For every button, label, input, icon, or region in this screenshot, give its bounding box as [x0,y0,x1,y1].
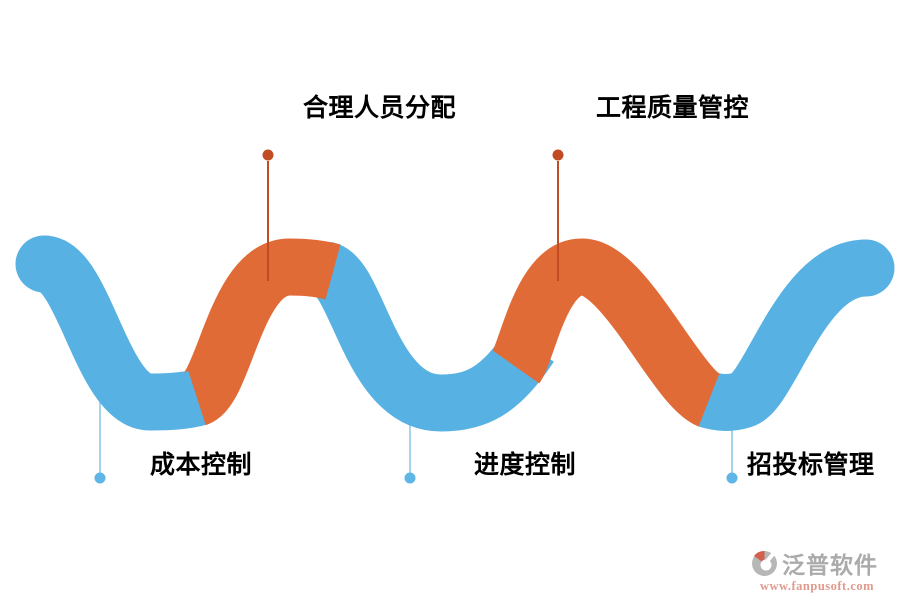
label-schedule-control: 进度控制 [474,451,577,479]
wave-segment-orange-first-arch [180,238,341,426]
callout-dot-staff-allocation [262,149,274,161]
wave-segment-orange-second-arch [491,238,724,427]
label-staff-allocation: 合理人员分配 [303,94,457,122]
wave-endcap-right [837,239,895,297]
label-cost-control: 成本控制 [150,451,253,479]
callout-dot-quality-control [552,149,564,161]
wave-segment-blue-middle [312,242,554,432]
wave-segment-blue-right [696,239,870,431]
wave-segment-blue-left [35,235,208,431]
label-bidding-management: 招投标管理 [747,451,875,479]
callout-dot-schedule-control [404,472,416,484]
wave-endcap-left [15,235,73,293]
fanpu-watermark: 泛普软件 www.fanpusoft.com [750,546,900,594]
label-quality-control: 工程质量管控 [596,94,750,122]
callout-dot-cost-control [94,472,106,484]
callout-dot-bidding-management [726,472,738,484]
watermark-url-text: www.fanpusoft.com [760,579,875,593]
fanpu-logo-icon [752,549,778,576]
watermark-brand-text: 泛普软件 [782,552,878,578]
